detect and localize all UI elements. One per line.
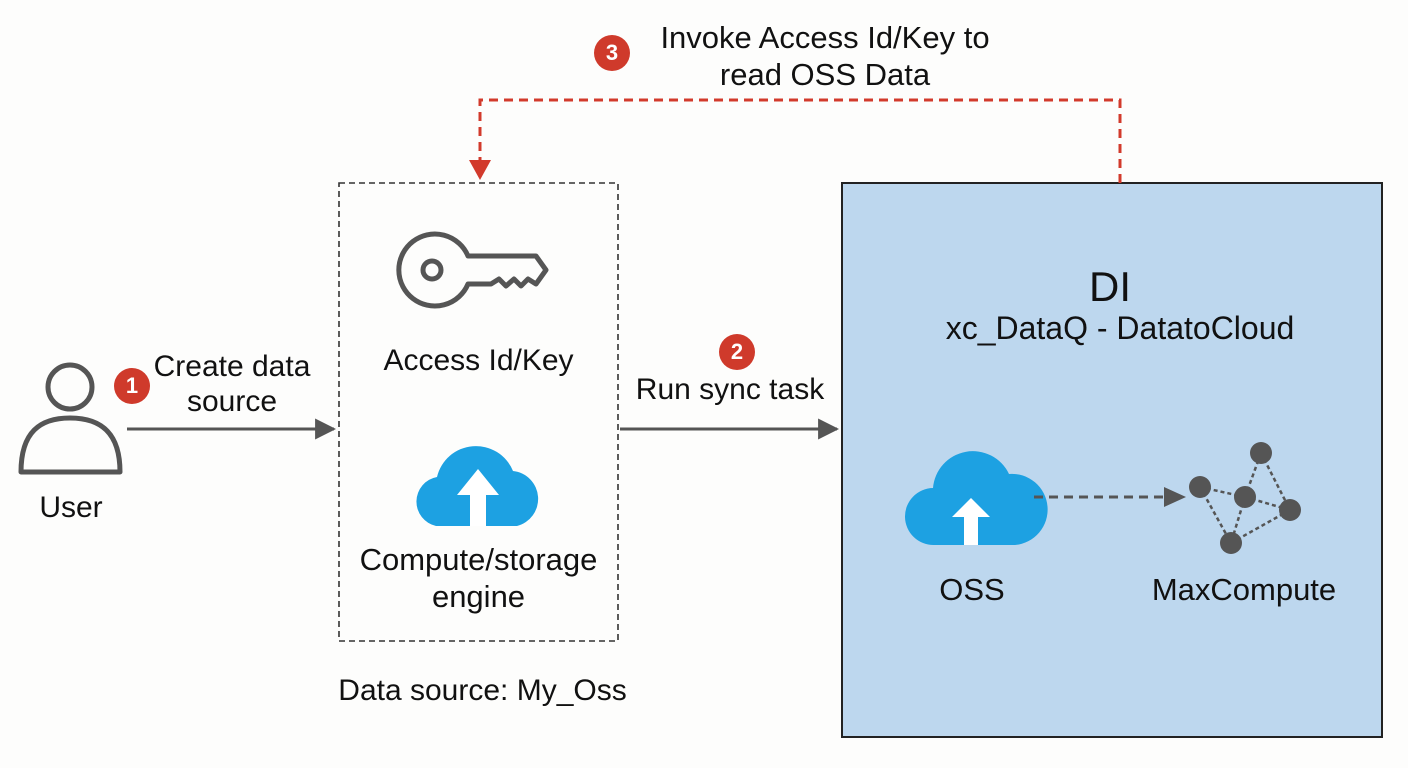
engine-label: Compute/storage engine <box>359 542 598 614</box>
oss-to-maxcompute-arrowhead <box>1164 487 1186 507</box>
invoke-key-arrowhead <box>469 160 491 180</box>
access-key-label: Access Id/Key <box>383 344 574 377</box>
di-panel <box>841 182 1383 738</box>
data-source-box <box>338 182 619 642</box>
step-1-label: Create data source <box>153 350 311 419</box>
user-icon <box>18 362 123 475</box>
oss-label: OSS <box>939 572 1005 607</box>
step-1-badge: 1 <box>114 368 150 404</box>
data-source-caption: Data source: My_Oss <box>338 674 627 707</box>
di-subtitle: xc_DataQ - DatatoCloud <box>945 310 1295 346</box>
invoke-key-flow-line <box>478 98 1122 183</box>
di-title: DI <box>1089 263 1131 310</box>
step-2-badge: 2 <box>719 334 755 370</box>
step-2-label: Run sync task <box>635 373 825 406</box>
maxcompute-label: MaxCompute <box>1151 572 1337 607</box>
oss-cloud-icon <box>904 451 1048 546</box>
step-3-label: Invoke Access Id/Key to read OSS Data <box>660 20 990 92</box>
user-label: User <box>39 491 103 524</box>
network-graph-icon <box>1189 442 1301 554</box>
key-icon <box>396 231 549 309</box>
cloud-upload-icon <box>416 446 539 526</box>
step-3-badge: 3 <box>594 35 630 71</box>
